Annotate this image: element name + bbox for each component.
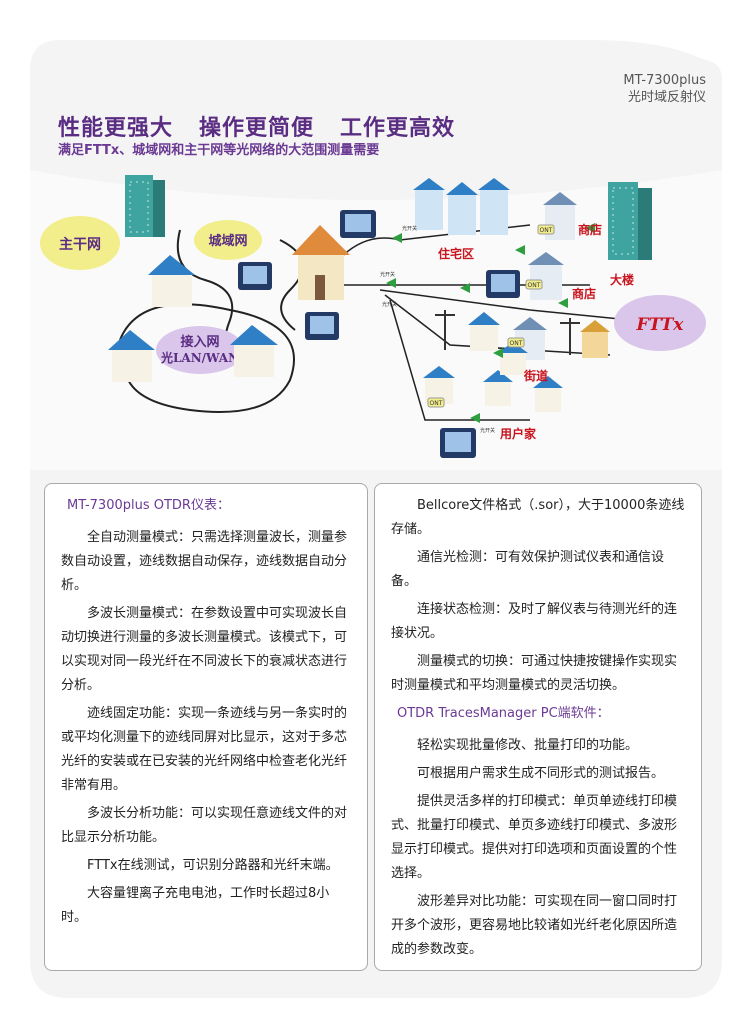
backbone-tower	[125, 175, 165, 237]
splitter-label-4: 光开关	[480, 427, 495, 434]
model-number: MT-7300plus	[623, 73, 706, 88]
software-waveform-compare: 波形差异对比功能：可实现在同一窗口同时打开多个波形，更容易地比较诸如光纤老化原因…	[391, 894, 678, 957]
otdr-device-3	[305, 312, 339, 340]
fttx-label: FTTx	[636, 315, 685, 335]
ont-tag-2: ONT	[528, 282, 541, 289]
otdr-device-1	[340, 210, 376, 238]
model-block: MT-7300plus 光时域反射仪	[623, 72, 706, 106]
fttx-bubble	[614, 295, 706, 351]
feature-multi-analysis: 多波长分析功能：可以实现任意迹线文件的对比显示分析功能。	[61, 806, 348, 845]
headline: 性能更强大 操作更简便 工作更高效	[58, 116, 455, 141]
cable-street	[384, 294, 611, 356]
splitter-label-3: 光开关	[382, 301, 397, 308]
feature-battery: 大容量锂离子充电电池，工作时长超过8小时。	[61, 886, 330, 925]
shop-label-1: 商店	[578, 222, 602, 237]
otdr-device-2	[238, 262, 272, 290]
lan-wan-label: 光LAN/WAN	[160, 350, 239, 365]
feature-connection-check: 连接状态检测：及时了解仪表与待测光纤的连接状况。	[391, 602, 678, 641]
feature-fttx-online: FTTx在线测试，可识别分路器和光纤末端。	[87, 858, 339, 873]
product-name: 光时域反射仪	[627, 90, 706, 105]
otdr-device-5	[440, 428, 476, 458]
ont-tag-1: ONT	[540, 227, 553, 234]
shop-cluster	[528, 252, 564, 300]
backbone-bubble	[40, 216, 120, 270]
residential-label: 住宅区	[438, 246, 474, 261]
direction-arrows	[386, 223, 595, 423]
software-features-panel: Bellcore文件格式（.sor），大于10000条迹线存储。 通信光检测：可…	[374, 483, 702, 971]
network-diagram: 主干网 城域网 接入网 光LAN/WAN FTTx	[40, 175, 706, 458]
street-label: 街道	[523, 368, 548, 383]
feature-bellcore: Bellcore文件格式（.sor），大于10000条迹线存储。	[391, 498, 685, 537]
ont-tag-3: ONT	[510, 340, 523, 347]
access-houses	[108, 255, 278, 382]
backbone-label: 主干网	[59, 236, 101, 253]
software-reports: 可根据用户需求生成不同形式的测试报告。	[417, 766, 665, 781]
otdr-features-panel: MT-7300plus OTDR仪表： 全自动测量模式：只需选择测量波长，测量参…	[44, 483, 368, 971]
feature-live-fiber: 通信光检测：可有效保护测试仪表和通信设备。	[391, 550, 665, 589]
access-bubble	[156, 326, 244, 374]
cable-home	[389, 299, 530, 421]
feature-multi-wavelength: 多波长测量模式：在参数设置中可实现波长自动切换进行测量的多波长测量模式。该模式下…	[61, 606, 348, 693]
central-office	[292, 225, 350, 300]
metro-label: 城域网	[208, 233, 247, 249]
cable-street-upper	[379, 289, 631, 321]
feature-mode-switch: 测量模式的切换：可通过快捷按键操作实现实时测量模式和平均测量模式的灵活切换。	[391, 654, 678, 693]
shop-label-2: 商店	[572, 286, 596, 301]
metro-bubble	[194, 220, 262, 260]
splitter-label-1: 光开关	[402, 225, 417, 232]
software-title: OTDR TracesManager PC端软件：	[397, 706, 610, 721]
feature-trace-hold: 迹线固定功能：实现一条迹线与另一条实时的或平均化测量下的迹线同屏对比显示，这对于…	[61, 706, 348, 793]
building-label: 大楼	[610, 272, 634, 287]
otdr-features-title: MT-7300plus OTDR仪表：	[67, 498, 230, 513]
otdr-device-4	[486, 270, 520, 298]
home-label: 用户家	[499, 426, 537, 441]
splitter-label-2: 光开关	[380, 271, 395, 278]
software-batch: 轻松实现批量修改、批量打印的功能。	[417, 738, 639, 753]
access-label: 接入网	[180, 334, 219, 350]
fttx-tower	[608, 182, 652, 260]
ont-tag-4: ONT	[430, 400, 443, 407]
feature-auto-mode: 全自动测量模式：只需选择测量波长，测量参数自动设置，迹线数据自动保存，迹线数据自…	[61, 530, 348, 593]
subheadline: 满足FTTx、城域网和主干网等光网络的大范围测量需要	[58, 143, 380, 158]
software-print-modes: 提供灵活多样的打印模式：单页单迹线打印模式、批量打印模式、单页多迹线打印模式、多…	[391, 794, 678, 881]
